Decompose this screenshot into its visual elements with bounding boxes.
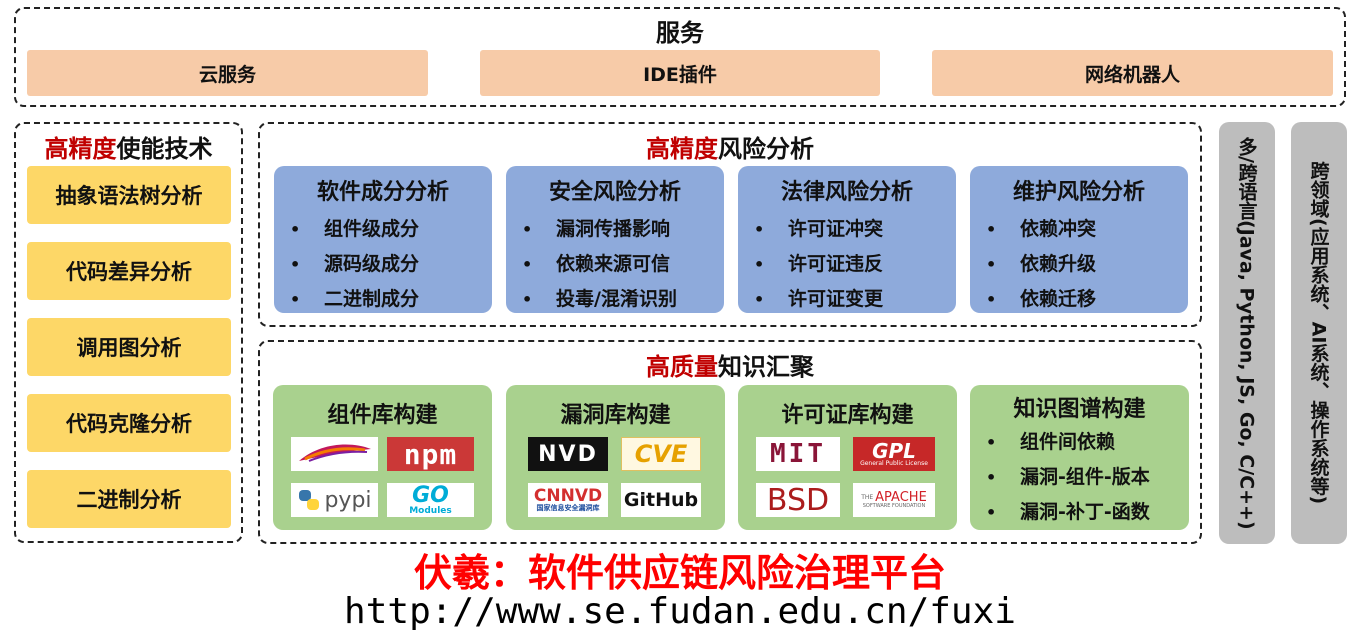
risk-card-maintenance: 维护风险分析 依赖冲突 依赖升级 依赖迁移: [970, 166, 1188, 317]
knowledge-title: 高质量知识汇聚: [258, 346, 1202, 382]
enabling-panel: [14, 122, 243, 543]
service-cloud: 云服务: [27, 50, 428, 96]
npm-logo-text: npm: [403, 437, 458, 471]
apache-logo-subtext: SOFTWARE FOUNDATION: [862, 503, 926, 509]
knowledge-title-rest: 知识汇聚: [718, 352, 814, 381]
knowledge-card-license-lib: 许可证库构建 MIT GPL General Public License BS…: [738, 385, 957, 530]
gpl-logo-text: GPL: [872, 439, 916, 463]
go-logo-text: GO: [412, 482, 449, 508]
risk-card-legal: 法律风险分析 许可证冲突 许可证违反 许可证变更: [738, 166, 956, 317]
enabling-item-ast: 抽象语法树分析: [27, 166, 231, 224]
risk-title-highlight: 高精度: [646, 134, 718, 163]
cve-logo-icon: CVE: [621, 437, 701, 471]
enabling-title: 高精度使能技术: [14, 128, 243, 164]
risk-bullet: 组件级成分: [290, 212, 492, 247]
knowledge-bullet: 漏洞-组件-版本: [986, 460, 1189, 495]
knowledge-card-vuln-lib: 漏洞库构建 NVD CVE CNNVD 国家信息安全漏洞库 GitHub: [506, 385, 725, 530]
enabling-item-diff: 代码差异分析: [27, 242, 231, 300]
side-languages: 多/跨语言(Java, Python, JS, Go, C/C++): [1219, 122, 1275, 544]
risk-title: 高精度风险分析: [258, 128, 1202, 164]
knowledge-bullet: 组件间依赖: [986, 425, 1189, 460]
enabling-title-highlight: 高精度: [44, 134, 117, 163]
risk-card-title: 软件成分分析: [316, 180, 449, 205]
enabling-item-clone: 代码克隆分析: [27, 394, 231, 452]
knowledge-bullet: 漏洞-补丁-函数: [986, 495, 1189, 530]
pypi-logo-icon: pypi: [291, 483, 378, 517]
bsd-logo-text: BSD: [766, 482, 830, 518]
knowledge-card-component-lib: 组件库构建 npm pypi GO Modules: [273, 385, 492, 530]
mit-logo-icon: MIT: [756, 437, 840, 471]
risk-card-title: 维护风险分析: [1012, 180, 1145, 205]
npm-logo-icon: npm: [387, 437, 474, 471]
cnnvd-logo-icon: CNNVD 国家信息安全漏洞库: [528, 483, 608, 517]
risk-bullet: 二进制成分: [290, 282, 492, 317]
go-logo-subtext: Modules: [409, 505, 452, 516]
risk-card-title: 法律风险分析: [780, 180, 913, 205]
knowledge-card-title: 漏洞库构建: [560, 403, 671, 428]
enabling-item-binary: 二进制分析: [27, 470, 231, 528]
risk-bullet: 许可证冲突: [754, 212, 956, 247]
gpl-logo-subtext: General Public License: [860, 460, 928, 467]
knowledge-card-title: 知识图谱构建: [1013, 397, 1146, 422]
github-logo-icon: GitHub: [621, 483, 701, 517]
enabling-title-rest: 使能技术: [116, 134, 213, 163]
knowledge-card-graph: 知识图谱构建 组件间依赖 漏洞-组件-版本 漏洞-补丁-函数: [970, 385, 1189, 530]
risk-bullet: 源码级成分: [290, 247, 492, 282]
risk-card-title: 安全风险分析: [548, 180, 681, 205]
risk-bullet: 依赖来源可信: [522, 247, 724, 282]
cve-logo-text: CVE: [634, 440, 688, 468]
risk-bullet: 许可证违反: [754, 247, 956, 282]
enabling-item-callgraph: 调用图分析: [27, 318, 231, 376]
knowledge-title-highlight: 高质量: [646, 352, 718, 381]
bsd-logo-icon: BSD: [756, 482, 840, 518]
maven-feather-icon: [291, 437, 378, 471]
nvd-logo-icon: NVD: [528, 437, 608, 471]
risk-panel: [258, 122, 1202, 327]
services-title: 服务: [656, 18, 704, 47]
github-logo-text: GitHub: [623, 489, 699, 511]
gpl-logo-icon: GPL General Public License: [853, 437, 935, 471]
cnnvd-logo-subtext: 国家信息安全漏洞库: [536, 504, 600, 512]
service-web-bot: 网络机器人: [932, 50, 1333, 96]
risk-bullet: 依赖升级: [986, 247, 1188, 282]
pypi-logo-text: pypi: [324, 487, 372, 513]
apache-logo-text: APACHE: [875, 490, 927, 505]
apache-logo-icon: THE APACHE SOFTWARE FOUNDATION: [853, 483, 935, 517]
footer-title: 伏羲：软件供应链风险治理平台: [413, 550, 946, 595]
mit-logo-text: MIT: [770, 439, 826, 469]
knowledge-card-title: 组件库构建: [327, 403, 438, 428]
risk-bullet: 依赖迁移: [986, 282, 1188, 317]
go-modules-logo-icon: GO Modules: [387, 483, 474, 517]
services-panel: [14, 7, 1346, 107]
risk-card-security: 安全风险分析 漏洞传播影响 依赖来源可信 投毒/混淆识别: [506, 166, 724, 317]
risk-title-rest: 风险分析: [718, 134, 814, 163]
knowledge-panel: [258, 340, 1202, 544]
cnnvd-logo-text: CNNVD: [533, 486, 603, 506]
apache-logo-row: THE APACHE: [861, 491, 927, 504]
nvd-logo-text: NVD: [538, 441, 598, 467]
risk-bullet: 投毒/混淆识别: [522, 282, 724, 317]
footer-url[interactable]: http://www.se.fudan.edu.cn/fuxi: [344, 592, 1016, 630]
risk-card-composition: 软件成分分析 组件级成分 源码级成分 二进制成分: [274, 166, 492, 317]
risk-bullet: 依赖冲突: [986, 212, 1188, 247]
risk-bullet: 许可证变更: [754, 282, 956, 317]
service-ide-plugin: IDE插件: [480, 50, 880, 96]
knowledge-card-title: 许可证库构建: [781, 403, 914, 428]
apache-logo-prefix: THE: [861, 493, 874, 501]
risk-bullet: 漏洞传播影响: [522, 212, 724, 247]
side-domains: 跨领域(应用系统、AI系统、操作系统等): [1291, 122, 1347, 544]
